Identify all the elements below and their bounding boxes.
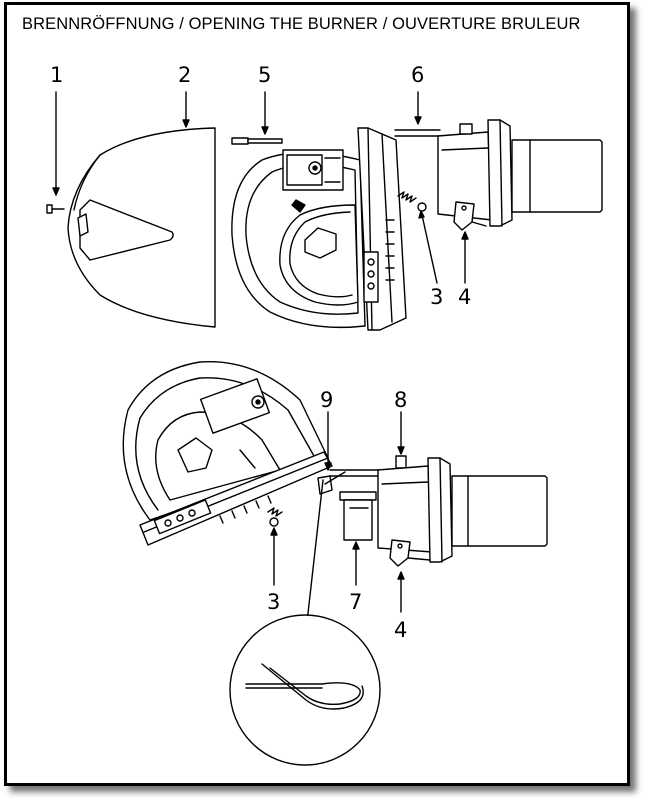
detail-circle-clip bbox=[229, 614, 381, 766]
latch-part-4-top bbox=[461, 231, 469, 284]
callout-9: 9 bbox=[320, 388, 333, 412]
page-title: BRENNRÖFFNUNG / OPENING THE BURNER / OUV… bbox=[22, 15, 581, 33]
screw-part-8-bottom bbox=[395, 411, 407, 469]
burner-tube-top bbox=[437, 119, 603, 231]
spring-part-3-bottom bbox=[267, 507, 283, 586]
callout-1: 1 bbox=[50, 63, 63, 87]
rod-part-6-top bbox=[394, 91, 441, 137]
callout-6: 6 bbox=[411, 63, 424, 87]
screw-part-1 bbox=[46, 91, 65, 214]
fan-housing-top bbox=[231, 149, 366, 329]
spring-part-3-top bbox=[397, 191, 438, 284]
callout-3-top: 3 bbox=[430, 285, 443, 309]
callout-5: 5 bbox=[258, 63, 271, 87]
pin-part-5 bbox=[231, 91, 283, 145]
flange-plate-bottom bbox=[139, 451, 333, 546]
callout-4-bottom: 4 bbox=[394, 618, 407, 642]
cover-hood-part-2 bbox=[67, 91, 216, 328]
flange-plate-top bbox=[357, 127, 407, 331]
latch-part-4-bottom bbox=[397, 571, 405, 613]
detail-leader-line bbox=[304, 479, 324, 641]
callout-4-top: 4 bbox=[458, 285, 471, 309]
callout-3-bottom: 3 bbox=[267, 590, 280, 614]
callout-8: 8 bbox=[394, 388, 407, 412]
fan-housing-bottom bbox=[122, 360, 329, 521]
callout-2: 2 bbox=[178, 63, 191, 87]
rod-bottom bbox=[329, 469, 381, 477]
burner-tube-bottom bbox=[339, 457, 548, 567]
callout-7: 7 bbox=[349, 590, 362, 614]
part-7-bottom bbox=[352, 541, 360, 586]
